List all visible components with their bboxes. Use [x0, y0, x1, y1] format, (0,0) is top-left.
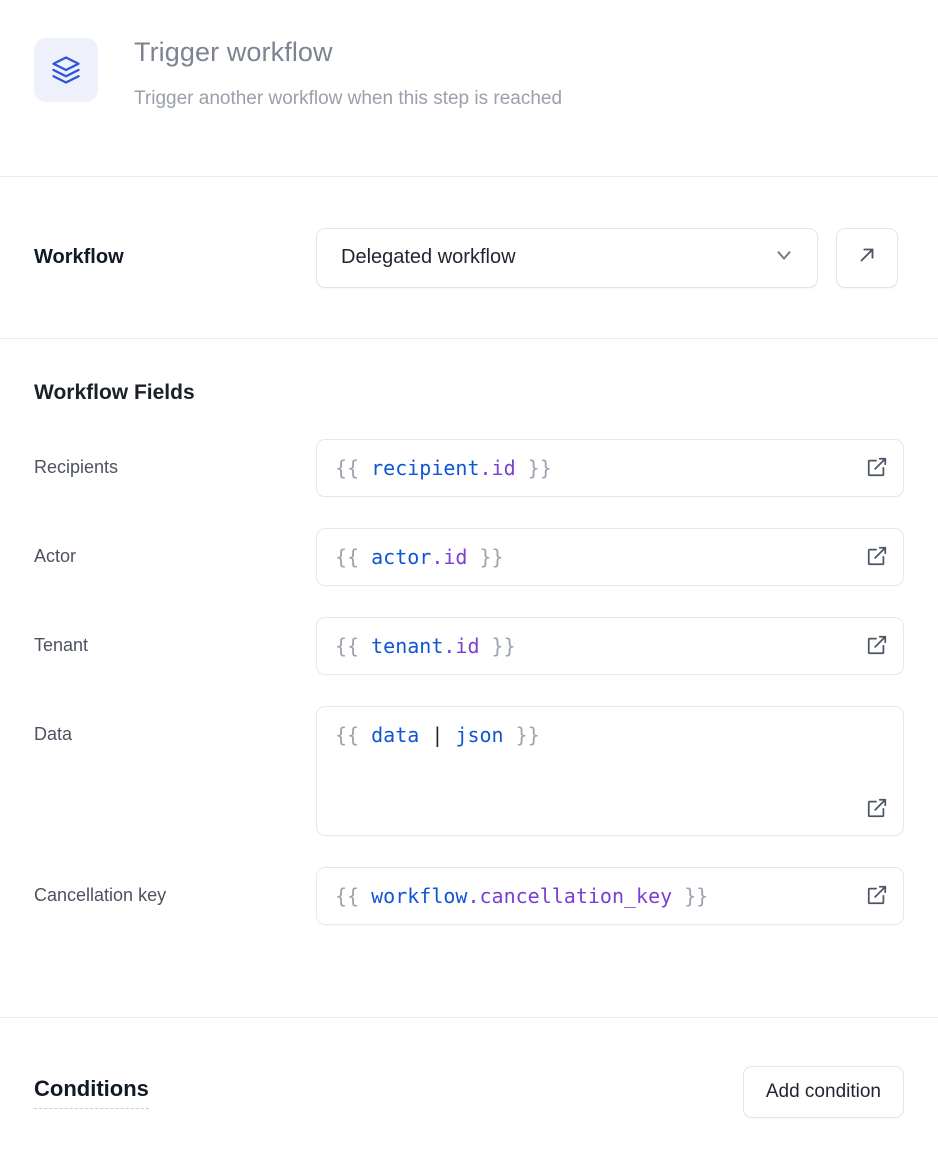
workflow-select[interactable]: Delegated workflow	[316, 227, 818, 288]
conditions-title: Conditions	[34, 1075, 149, 1109]
divider-conditions	[0, 1017, 938, 1018]
external-link-icon[interactable]	[866, 456, 888, 478]
page-title: Trigger workflow	[134, 37, 333, 67]
page-subtitle: Trigger another workflow when this step …	[134, 88, 563, 109]
layers-icon	[34, 38, 98, 102]
conditions-section: Conditions Add condition	[0, 1018, 938, 1166]
panel-header: Trigger workflow Trigger another workflo…	[0, 0, 938, 176]
field-label: Data	[34, 724, 73, 744]
external-link-icon[interactable]	[866, 884, 888, 906]
field-label: Actor	[34, 546, 77, 566]
external-link-icon[interactable]	[866, 797, 888, 819]
divider-workflow	[0, 338, 938, 339]
field-input[interactable]: {{ data | json }}	[316, 706, 904, 836]
workflow-fields-heading: Workflow Fields	[34, 381, 195, 404]
field-value: {{ tenant.id }}	[335, 634, 516, 658]
external-link-icon[interactable]	[866, 634, 888, 656]
field-input[interactable]: {{ tenant.id }}	[316, 617, 904, 675]
field-row: Cancellation key {{ workflow.cancellation…	[34, 867, 904, 925]
field-label: Recipients	[34, 457, 119, 477]
field-row: Recipients {{ recipient.id }}	[34, 439, 904, 497]
field-value: {{ data | json }}	[335, 723, 540, 747]
field-label: Cancellation key	[34, 885, 167, 905]
workflow-section: Workflow Delegated workflow	[0, 177, 938, 338]
field-label: Tenant	[34, 635, 89, 655]
field-input[interactable]: {{ recipient.id }}	[316, 439, 904, 497]
field-input[interactable]: {{ workflow.cancellation_key }}	[316, 867, 904, 925]
workflow-label: Workflow	[34, 246, 124, 268]
fields-list: Recipients {{ recipient.id }} Actor {{ acto…	[34, 439, 904, 925]
divider-header	[0, 176, 938, 177]
field-input[interactable]: {{ actor.id }}	[316, 528, 904, 586]
chevron-down-icon	[773, 244, 795, 271]
workflow-select-value: Delegated workflow	[341, 246, 516, 268]
arrow-up-right-icon	[856, 244, 878, 271]
field-row: Actor {{ actor.id }}	[34, 528, 904, 586]
workflow-fields-section: Workflow Fields Recipients {{ recipient.i…	[0, 339, 938, 1017]
open-workflow-button[interactable]	[836, 227, 898, 288]
field-value: {{ actor.id }}	[335, 545, 504, 569]
field-value: {{ recipient.id }}	[335, 456, 552, 480]
field-value: {{ workflow.cancellation_key }}	[335, 884, 709, 908]
external-link-icon[interactable]	[866, 545, 888, 567]
header-text-block: Trigger workflow Trigger another workflo…	[134, 32, 562, 113]
add-condition-button[interactable]: Add condition	[742, 1066, 904, 1118]
field-row: Tenant {{ tenant.id }}	[34, 617, 904, 675]
field-row: Data {{ data | json }}	[34, 706, 904, 836]
